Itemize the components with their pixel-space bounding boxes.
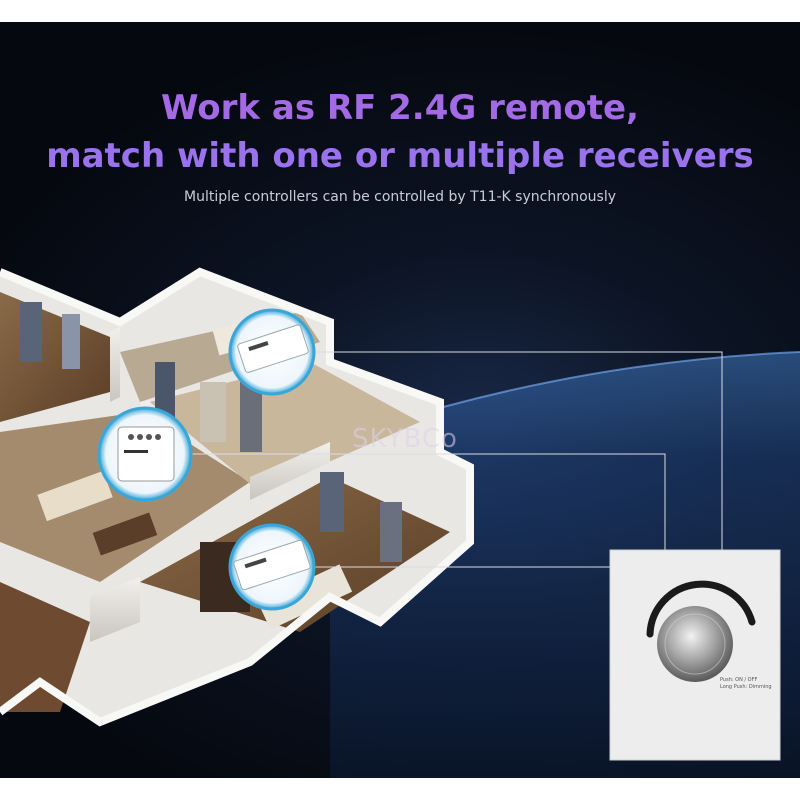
scene-illustration bbox=[0, 267, 800, 778]
receiver-module-icon bbox=[228, 308, 316, 396]
rotary-dimmer-panel-icon bbox=[609, 549, 781, 761]
receiver-module-icon bbox=[97, 406, 193, 502]
panel-label-line-2: Long Push: Dimming bbox=[720, 684, 772, 690]
headline-line-2: match with one or multiple receivers bbox=[46, 136, 754, 176]
connector-lines bbox=[145, 351, 723, 568]
receiver-module-icon bbox=[228, 523, 316, 611]
brand-watermark: SKYBCo bbox=[352, 424, 458, 454]
headline: Work as RF 2.4G remote, match with one o… bbox=[0, 84, 800, 180]
panel-label-line-1: Push: ON / OFF bbox=[720, 677, 758, 683]
subtitle: Multiple controllers can be controlled b… bbox=[184, 189, 616, 205]
hero-background: Work as RF 2.4G remote, match with one o… bbox=[0, 22, 800, 778]
panel-label: Push: ON / OFF Long Push: Dimming bbox=[720, 677, 772, 691]
headline-line-1: Work as RF 2.4G remote, bbox=[161, 88, 639, 128]
